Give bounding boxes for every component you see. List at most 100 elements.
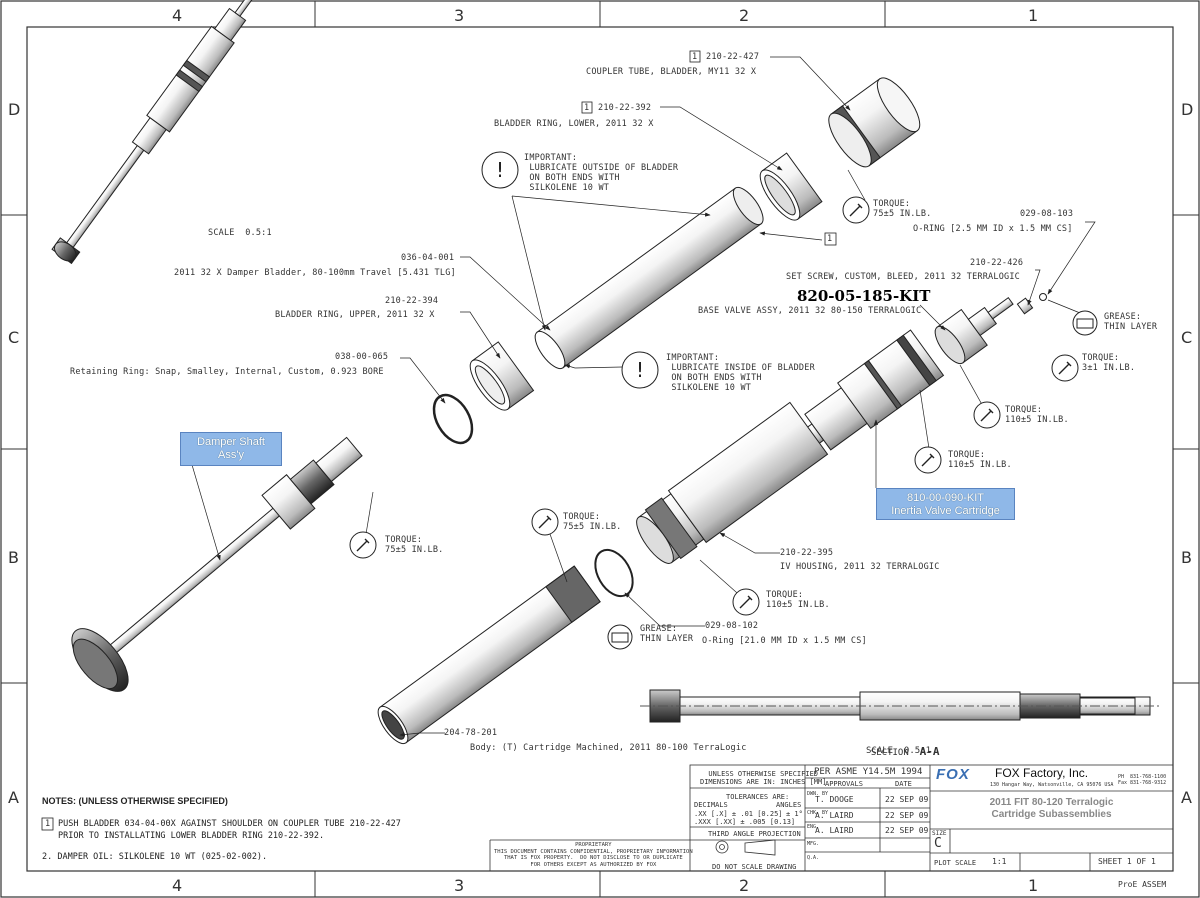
- body-pn: 204-78-201: [444, 728, 498, 738]
- tb-eng: ENG.: [807, 824, 820, 830]
- zone-col-2-bottom: 2: [739, 876, 750, 895]
- note-2: 2. DAMPER OIL: SILKOLENE 10 WT (025-02-0…: [42, 852, 268, 862]
- bladder-ring-lower-desc: BLADDER RING, LOWER, 2011 32 X: [494, 119, 654, 129]
- oring-large-pn: 029-08-102: [705, 621, 759, 631]
- zone-col-3-bottom: 3: [454, 876, 465, 895]
- tb-proprietary: PROPRIETARY THIS DOCUMENT CONTAINS CONFI…: [494, 842, 693, 868]
- fox-logo: FOX: [936, 766, 970, 783]
- zone-col-1-top: 1: [1028, 6, 1039, 25]
- section-word: SECTION: [870, 748, 909, 758]
- section-label: SECTION A-A: [860, 735, 940, 759]
- notes-heading: NOTES: (UNLESS OTHERWISE SPECIFIED): [42, 796, 228, 806]
- torque-coupler: TORQUE: 75±5 IN.LB.: [873, 199, 932, 219]
- damper-assembly-drawing: [51, 0, 259, 265]
- oring-large-drawing: [594, 548, 634, 598]
- tb-plot-scale-lbl: PLOT SCALE: [934, 859, 977, 867]
- tb-eng-date: 22 SEP 09: [885, 826, 929, 835]
- flag-bladder: 1: [827, 234, 833, 244]
- coupler-tube-drawing: [828, 77, 921, 168]
- tb-qa: Q.A.: [807, 855, 820, 861]
- notes-flag-1: 1: [45, 819, 51, 829]
- damper-shaft-drawing: [71, 436, 363, 692]
- torque-icons: [349, 196, 1079, 616]
- bladder-ring-upper-drawing: [469, 341, 535, 411]
- note-flags: [41, 50, 837, 831]
- bladder-ring-upper-desc: BLADDER RING, UPPER, 2011 32 X: [275, 310, 435, 320]
- tb-dwn-name: T. DOOGE: [815, 795, 854, 804]
- retaining-ring-desc: Retaining Ring: Snap, Smalley, Internal,…: [70, 367, 384, 377]
- torque-iv-housing: TORQUE: 110±5 IN.LB.: [766, 590, 830, 610]
- bladder-ring-upper-pn: 210-22-394: [385, 296, 439, 306]
- company-name: FOX Factory, Inc.: [995, 766, 1089, 780]
- tb-tol-lines: .XX [.X] ± .01 [0.25] .XXX [.XX] ± .005 …: [694, 810, 796, 826]
- grease-thin-1: GREASE: THIN LAYER: [1104, 312, 1158, 332]
- important-icon: !: [481, 151, 519, 189]
- tb-projection: THIRD ANGLE PROJECTION: [708, 830, 801, 838]
- basevalve-kit: 820-05-185-KIT: [797, 287, 931, 305]
- zone-row-d-left: D: [8, 100, 21, 119]
- zone-col-3-top: 3: [454, 6, 465, 25]
- zone-row-a-right: A: [1181, 788, 1192, 807]
- tb-approvals: APPROVALS: [825, 780, 863, 788]
- torque-basevalve: TORQUE: 110±5 IN.LB.: [1005, 405, 1069, 425]
- tb-chk-by: CHK. BY: [807, 810, 829, 816]
- tb-chk-date: 22 SEP 09: [885, 811, 929, 820]
- tb-unless: UNLESS OTHERWISE SPECIFIED DIMENSIONS AR…: [700, 770, 827, 786]
- zone-row-c-right: C: [1181, 328, 1193, 347]
- coupler-tube-pn: 210-22-427: [706, 52, 760, 62]
- tb-dwn-by: DWN. BY: [807, 791, 829, 797]
- drawing-title: 2011 FIT 80-120 Terralogic Cartridge Sub…: [989, 797, 1114, 820]
- zone-col-4-bottom: 4: [172, 876, 183, 895]
- coupler-tube-desc: COUPLER TUBE, BLADDER, MY11 32 X: [586, 67, 757, 77]
- tb-tolerances: TOLERANCES ARE:: [726, 793, 790, 801]
- company-address: 130 Hangar Way, Watsonville, CA 95076 US…: [990, 782, 1114, 788]
- tb-size-lbl: SIZE: [932, 830, 947, 837]
- tb-decimals: DECIMALS: [694, 801, 728, 809]
- tb-dwn-date: 22 SEP 09: [885, 795, 929, 804]
- tb-mfg: MFG.: [807, 841, 820, 847]
- bladder-ring-lower-drawing: [759, 152, 823, 221]
- base-valve-drawing: [934, 296, 1014, 365]
- svg-text:!: !: [496, 158, 504, 182]
- flag-bladder-ring-lower: 1: [584, 103, 590, 113]
- tb-angle-tol: ± 1°: [786, 810, 803, 818]
- tb-angles: ANGLES: [776, 801, 802, 809]
- iv-housing-drawing: [636, 401, 829, 564]
- tb-sheet: SHEET 1 OF 1: [1098, 857, 1156, 866]
- grease-thin-2: GREASE: THIN LAYER: [640, 624, 694, 644]
- zone-row-a-left: A: [8, 788, 19, 807]
- oring-small-desc: O-RING [2.5 MM ID x 1.5 MM CS]: [913, 224, 1073, 234]
- zone-col-2-top: 2: [739, 6, 750, 25]
- tb-proe: ProE ASSEM: [1118, 880, 1167, 889]
- tb-no-scale: DO NOT SCALE DRAWING: [712, 863, 797, 871]
- retaining-ring-pn: 038-00-065: [335, 352, 389, 362]
- torque-shaft: TORQUE: 75±5 IN.LB.: [385, 535, 444, 555]
- setscrew-pn: 210-22-426: [970, 258, 1024, 268]
- iv-housing-desc: IV HOUSING, 2011 32 TERRALOGIC: [780, 562, 940, 572]
- bladder-ring-lower-pn: 210-22-392: [598, 103, 652, 113]
- flag-coupler: 1: [692, 52, 698, 62]
- zone-col-4-top: 4: [172, 6, 183, 25]
- bladder-desc: 2011 32 X Damper Bladder, 80-100mm Trave…: [174, 268, 456, 278]
- zone-col-1-bottom: 1: [1028, 876, 1039, 895]
- retaining-ring-drawing: [432, 393, 474, 445]
- tb-plot-scale: 1:1: [992, 857, 1007, 866]
- bladder-drawing: [534, 186, 764, 370]
- body-desc: Body: (T) Cartridge Machined, 2011 80-10…: [470, 743, 747, 753]
- grease-icons: [607, 310, 1098, 650]
- zone-row-c-left: C: [8, 328, 20, 347]
- scale-note: SCALE 0.5:1: [208, 228, 272, 238]
- zone-row-d-right: D: [1181, 100, 1194, 119]
- tb-chk-name: A. LAIRD: [815, 811, 854, 820]
- section-id: A-A: [919, 745, 940, 758]
- important-inside: IMPORTANT: LUBRICATE INSIDE OF BLADDER O…: [666, 353, 815, 393]
- damper-shaft-label: Damper Shaft Ass'y: [180, 432, 282, 466]
- inertia-valve-label: 810-00-090-KIT Inertia Valve Cartridge: [876, 488, 1015, 520]
- oring-large-desc: O-Ring [21.0 MM ID x 1.5 MM CS]: [702, 636, 867, 646]
- setscrew-desc: SET SCREW, CUSTOM, BLEED, 2011 32 TERRAL…: [786, 272, 1020, 282]
- inertia-valve-drawing: [793, 329, 945, 454]
- tb-date-hdr: DATE: [895, 780, 912, 788]
- body-drawing: [377, 565, 601, 745]
- zone-row-b-right: B: [1181, 548, 1192, 567]
